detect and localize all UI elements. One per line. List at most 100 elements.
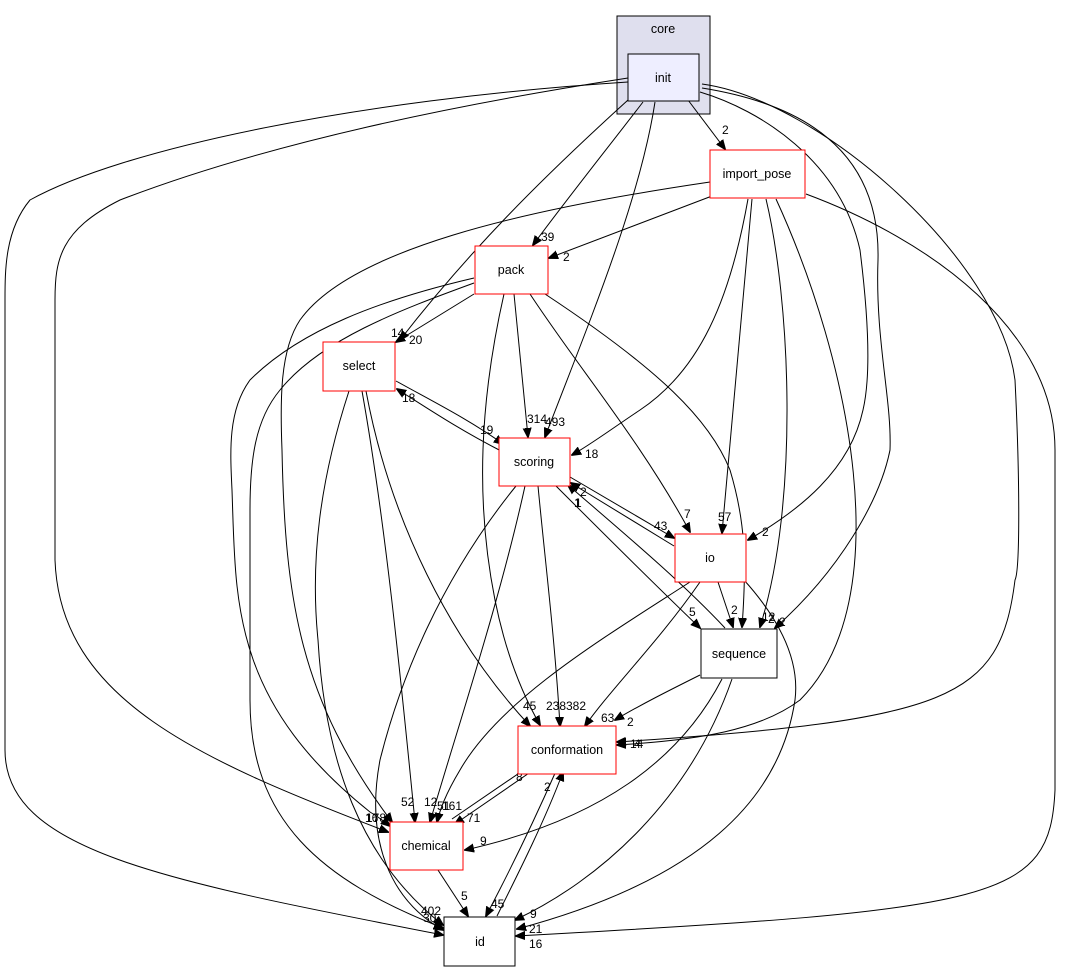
edge-import_pose-sequence	[760, 198, 788, 627]
edge-sequence-scoring	[568, 485, 726, 629]
edge-pack-conformation	[482, 293, 540, 725]
edge-label-import_pose-pack: 2	[563, 250, 570, 264]
node-import_pose[interactable]: import_pose	[709, 149, 806, 199]
edge-label-scoring-conformation: 382	[566, 699, 586, 713]
edge-label-scoring-id: 402	[421, 904, 441, 918]
edge-label-select-conformation: 45	[523, 699, 537, 713]
nodes: init import_pose pack select scoring io …	[322, 53, 806, 967]
edge-label-pack-select: 20	[409, 333, 423, 347]
edge-label-scoring-io: 43	[654, 519, 668, 533]
edge-sequence-chemical	[465, 678, 723, 850]
edge-label-init-pack: 39	[541, 230, 555, 244]
node-init-label: init	[655, 71, 672, 85]
edge-select-conformation	[365, 390, 530, 726]
edge-label-conformation-id: 2	[544, 780, 551, 794]
edge-label-init-chemical: 178	[366, 811, 386, 825]
node-io-box	[674, 533, 747, 583]
edge-label-pack-scoring: 314	[527, 412, 547, 426]
edge-label-sequence-scoring: 1	[575, 496, 582, 510]
node-conformation[interactable]: conformation	[517, 725, 617, 775]
node-id[interactable]: id	[443, 916, 516, 967]
edge-select-id	[314, 390, 443, 925]
edge-label-init-scoring: 493	[545, 415, 565, 429]
edge-label-chemical-conformation: 8	[516, 770, 523, 784]
edge-label-init-select: 14	[391, 326, 405, 340]
edge-import_pose-conformation	[617, 198, 857, 745]
edge-import_pose-pack	[549, 195, 713, 258]
node-select[interactable]: select	[322, 341, 396, 392]
node-import_pose-label: import_pose	[723, 167, 792, 181]
edge-scoring-sequence	[555, 485, 700, 628]
node-pack[interactable]: pack	[474, 245, 549, 295]
node-init-box	[627, 53, 700, 102]
edge-label-io-sequence: 2	[731, 603, 738, 617]
edge-io-sequence	[717, 581, 733, 627]
edge-init-scoring	[545, 101, 656, 437]
node-pack-box	[474, 245, 549, 295]
node-chemical-label: chemical	[401, 839, 450, 853]
edge-label-io-scoring: 2	[580, 485, 587, 499]
node-init[interactable]: init	[627, 53, 700, 102]
edge-label-scoring-select: 18	[402, 391, 416, 405]
edge-pack-scoring	[513, 293, 528, 437]
edge-pack-id	[249, 282, 475, 928]
edge-init-io	[699, 91, 869, 540]
edge-chemical-id	[435, 866, 468, 916]
node-id-label: id	[475, 935, 485, 949]
node-select-label: select	[343, 359, 376, 373]
node-conformation-label: conformation	[531, 743, 603, 757]
edge-label-io-conformation: 63	[601, 711, 615, 725]
edge-init-chemical	[54, 77, 629, 832]
node-chemical[interactable]: chemical	[389, 821, 464, 871]
node-io[interactable]: io	[674, 533, 747, 583]
node-scoring-box	[498, 437, 571, 487]
edge-select-scoring	[395, 380, 503, 444]
edge-io-id	[517, 579, 797, 929]
edge-scoring-id	[375, 485, 517, 930]
edge-label-io-id: 21	[529, 922, 543, 936]
node-scoring[interactable]: scoring	[498, 437, 571, 487]
edge-init-id	[4, 81, 629, 935]
node-import_pose-box	[709, 149, 806, 199]
edge-label-extra-2: 30	[423, 911, 437, 925]
edge-label-scoring-sequence: 5	[689, 605, 696, 619]
edge-label-import_pose-id: 16	[529, 937, 543, 951]
edge-scoring-select	[397, 389, 504, 453]
edge-label-sequence-id: 9	[530, 907, 537, 921]
node-pack-label: pack	[498, 263, 525, 277]
edge-scoring-chemical	[430, 485, 526, 822]
edge-label-extra-4: 4	[634, 737, 641, 751]
edge-sequence-id	[515, 678, 733, 920]
edge-label-select-scoring: 19	[480, 423, 494, 437]
edge-label-init-io: 2	[762, 525, 769, 539]
edge-label-init-conformation: 14	[630, 737, 644, 751]
edge-select-chemical	[361, 390, 415, 822]
edges: 2 39 14 493 2 2 14 178 2 18 57 12 52 16 …	[4, 77, 1056, 951]
edge-label-extra-1: 1	[574, 496, 581, 510]
node-chemical-box	[389, 821, 464, 871]
node-select-box	[322, 341, 396, 392]
edge-import_pose-chemical	[280, 181, 711, 822]
edge-init-select	[400, 99, 629, 340]
edge-init-import_pose	[687, 99, 725, 149]
edge-pack-io	[529, 293, 690, 532]
edge-import_pose-scoring	[572, 198, 749, 455]
node-scoring-label: scoring	[514, 455, 554, 469]
edge-label-import_pose-scoring: 18	[585, 447, 599, 461]
edge-label-sequence-chemical: 9	[480, 834, 487, 848]
edge-scoring-io	[569, 476, 674, 538]
edge-label-import_pose-chemical: 52	[401, 795, 415, 809]
node-sequence[interactable]: sequence	[700, 628, 778, 679]
node-io-label: io	[705, 551, 715, 565]
edge-scoring-conformation	[537, 485, 560, 726]
edge-label-import_pose-sequence: 12	[762, 610, 776, 624]
edge-label-import_pose-io: 57	[718, 510, 732, 524]
edge-label-sequence-conformation: 2	[627, 715, 634, 729]
edge-label-conformation-chemical: 71	[467, 811, 481, 825]
node-id-box	[443, 916, 516, 967]
edge-import_pose-io	[722, 198, 753, 533]
edge-sequence-conformation	[615, 674, 701, 720]
node-sequence-label: sequence	[712, 647, 766, 661]
edge-import_pose-id	[516, 193, 1056, 936]
